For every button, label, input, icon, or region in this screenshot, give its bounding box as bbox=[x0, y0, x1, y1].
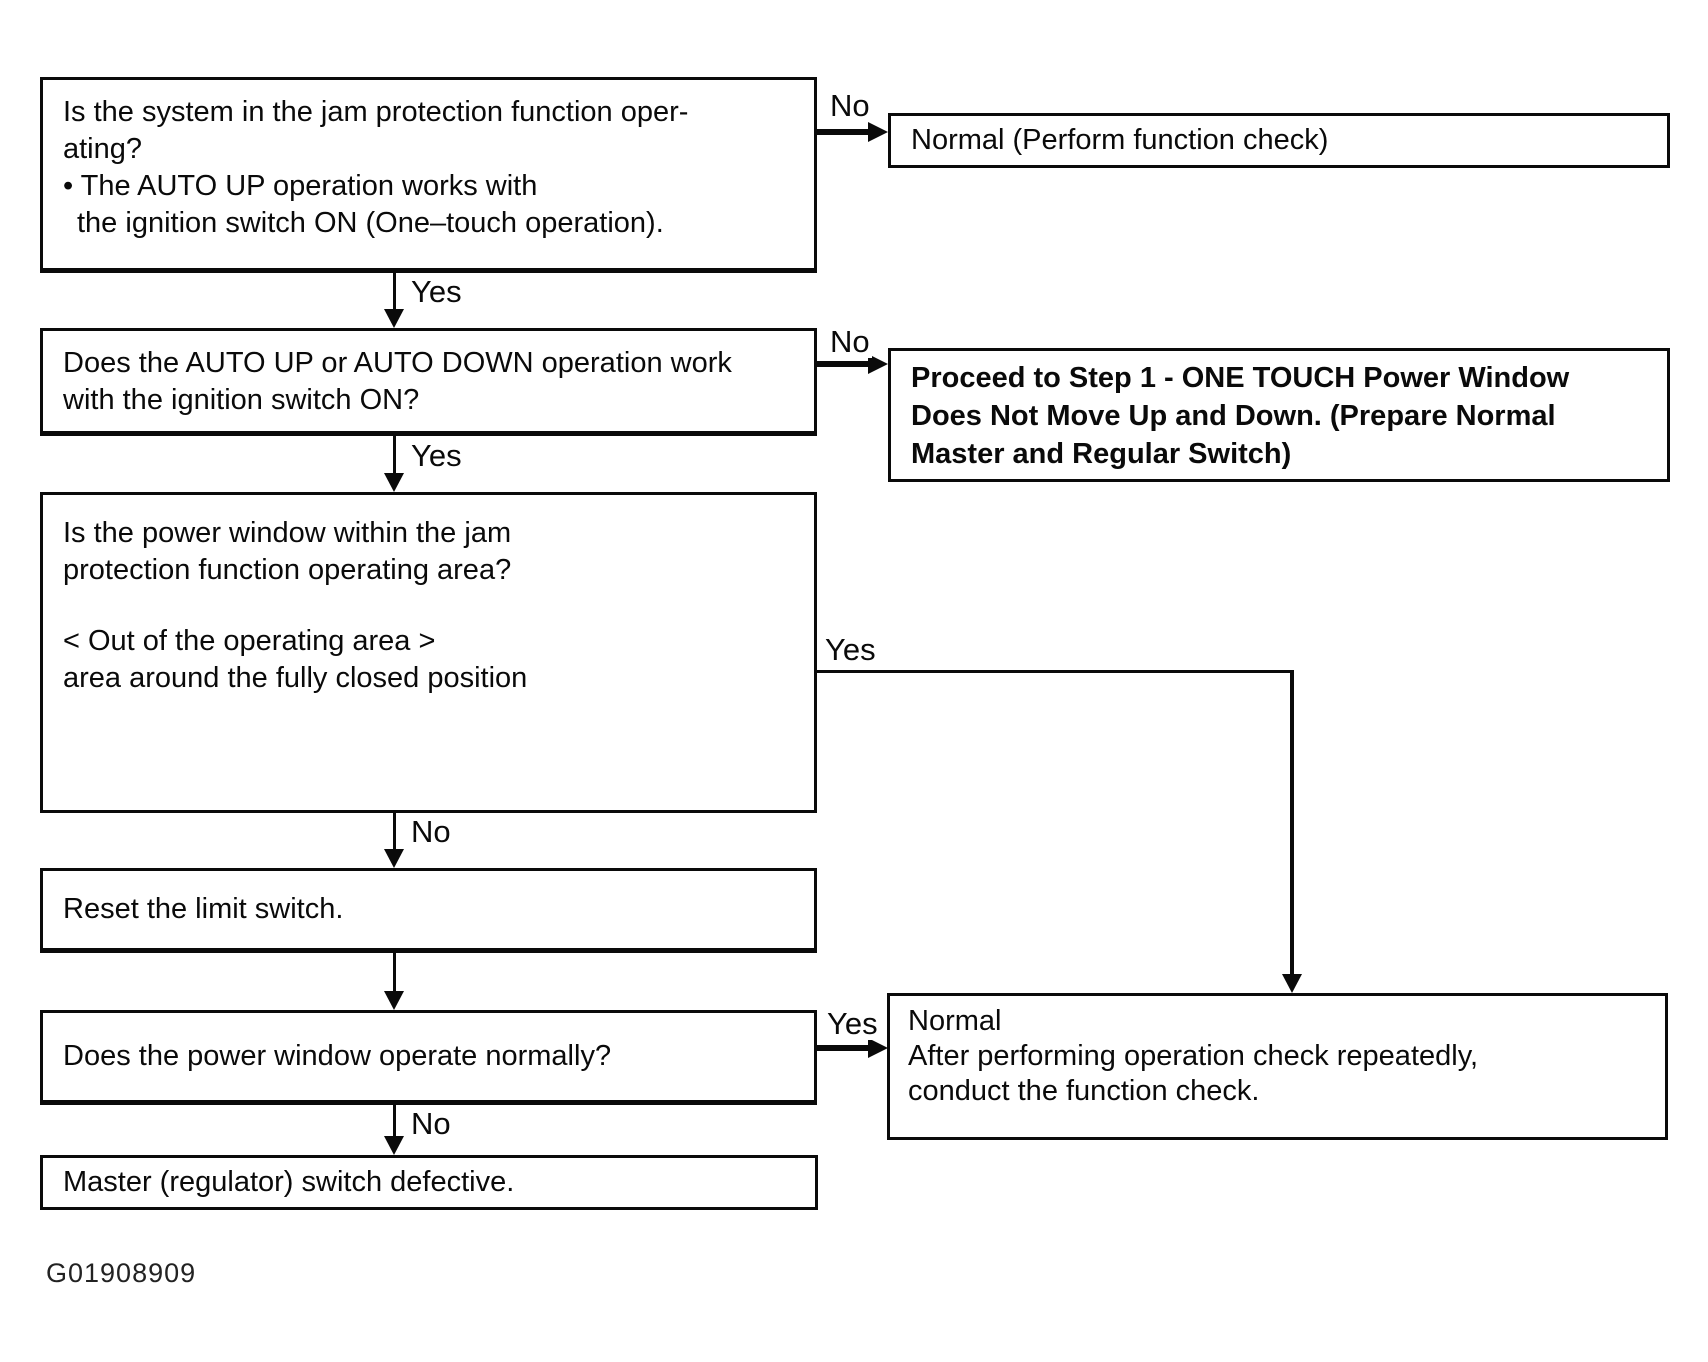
connector-reset-line bbox=[393, 953, 396, 993]
figure-id: G01908909 bbox=[46, 1258, 197, 1288]
arrowhead-down-icon bbox=[384, 309, 404, 328]
box-text-line: Proceed to Step 1 - ONE TOUCH Power Wind… bbox=[911, 362, 1570, 394]
box-text-line: ating? bbox=[63, 133, 143, 165]
box-text-line: Reset the limit switch. bbox=[63, 893, 344, 925]
box-text-line: conduct the function check. bbox=[908, 1075, 1260, 1107]
connector-q1-yes-line bbox=[393, 273, 396, 312]
edge-label-q1-no: No bbox=[828, 88, 872, 123]
box-text-line: Does the AUTO UP or AUTO DOWN operation … bbox=[63, 347, 732, 379]
box-auto-up-down-question: Does the AUTO UP or AUTO DOWN operation … bbox=[40, 328, 817, 436]
box-text-line: Is the system in the jam protection func… bbox=[63, 96, 689, 128]
box-text-line: • The AUTO UP operation works with bbox=[63, 170, 538, 202]
arrowhead-right-icon bbox=[868, 122, 888, 142]
edge-label-q3-no: No bbox=[409, 814, 453, 849]
box-text-line: Master (regulator) switch defective. bbox=[63, 1166, 515, 1198]
box-text-line: Master and Regular Switch) bbox=[911, 438, 1292, 470]
box-jam-protection-question: Is the system in the jam protection func… bbox=[40, 77, 817, 273]
box-normal-function-check: Normal (Perform function check) bbox=[888, 113, 1670, 168]
arrowhead-down-icon bbox=[384, 849, 404, 868]
box-text-line: protection function operating area? bbox=[63, 554, 512, 586]
connector-q3-yes-vline bbox=[1290, 670, 1294, 976]
arrowhead-down-icon bbox=[384, 991, 404, 1010]
box-text-line: Normal bbox=[908, 1005, 1002, 1037]
arrowhead-down-icon bbox=[384, 473, 404, 492]
box-text-line: < Out of the operating area > bbox=[63, 625, 436, 657]
arrowhead-down-icon bbox=[1282, 974, 1302, 993]
box-normal-after-check: Normal After performing operation check … bbox=[887, 993, 1668, 1140]
arrowhead-down-icon bbox=[384, 1136, 404, 1155]
box-operate-normally-question: Does the power window operate normally? bbox=[40, 1010, 817, 1105]
connector-q1-no-line bbox=[817, 129, 869, 135]
box-text-line: with the ignition switch ON? bbox=[63, 384, 420, 416]
connector-q2-no-line bbox=[815, 361, 869, 367]
box-text-line: Does the power window operate normally? bbox=[63, 1040, 612, 1072]
box-text-line: the ignition switch ON (One–touch operat… bbox=[77, 207, 664, 239]
box-text-line: Does Not Move Up and Down. (Prepare Norm… bbox=[911, 400, 1556, 432]
box-reset-limit-switch: Reset the limit switch. bbox=[40, 868, 817, 953]
box-proceed-step1: Proceed to Step 1 - ONE TOUCH Power Wind… bbox=[888, 348, 1670, 482]
edge-label-q5-no: No bbox=[409, 1106, 453, 1141]
arrowhead-right-icon bbox=[868, 1038, 888, 1058]
edge-label-q5-yes: Yes bbox=[825, 1006, 880, 1041]
edge-label-q3-yes: Yes bbox=[823, 632, 878, 667]
box-operating-area-question: Is the power window within the jam prote… bbox=[40, 492, 817, 813]
box-master-switch-defective: Master (regulator) switch defective. bbox=[40, 1155, 818, 1210]
box-text-line: After performing operation check repeate… bbox=[908, 1040, 1479, 1072]
edge-label-q1-yes: Yes bbox=[409, 274, 464, 309]
edge-label-q2-yes: Yes bbox=[409, 438, 464, 473]
connector-q2-yes-line bbox=[393, 436, 396, 475]
box-text-line: Is the power window within the jam bbox=[63, 517, 512, 549]
edge-label-q2-no: No bbox=[828, 324, 872, 359]
connector-q3-no-line bbox=[393, 813, 396, 851]
connector-q3-yes-hline bbox=[815, 670, 1294, 673]
arrowhead-right-icon bbox=[868, 354, 888, 374]
connector-q5-yes-line bbox=[817, 1045, 869, 1051]
connector-q5-no-line bbox=[393, 1105, 396, 1138]
box-text-line: area around the fully closed position bbox=[63, 662, 528, 694]
box-text-line: Normal (Perform function check) bbox=[911, 124, 1329, 156]
